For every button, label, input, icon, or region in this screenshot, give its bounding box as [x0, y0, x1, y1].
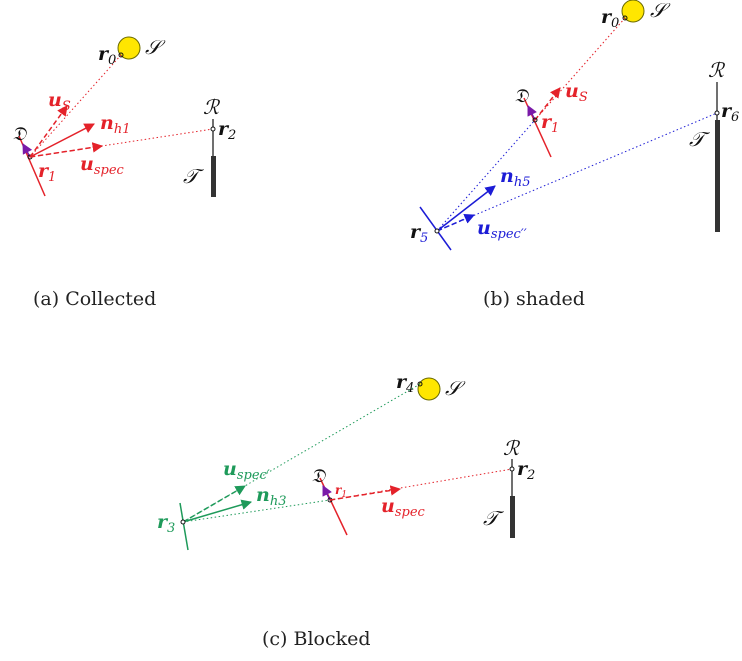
sun-icon — [621, 0, 645, 23]
r1-label: r1 — [335, 483, 347, 500]
caption-c: (c) Blocked — [262, 628, 371, 650]
heliostat-label: 𝔇 — [12, 123, 28, 145]
tower-label: 𝒯 — [483, 506, 505, 530]
r0-point — [622, 15, 628, 21]
tower-body — [211, 156, 216, 197]
n-h3-vector — [182, 499, 253, 523]
r3-point — [180, 519, 186, 525]
receiver-label: ℛ — [503, 436, 521, 460]
u-s-label: uS — [48, 89, 71, 114]
r2-label: r2 — [218, 118, 236, 143]
r5-point — [434, 228, 440, 234]
blue-ray-to-helio — [436, 119, 536, 232]
caption-b: (b) shaded — [483, 288, 585, 310]
r6-point — [714, 110, 720, 116]
n-h3-label: nh3 — [256, 484, 286, 509]
panel-c: 𝒮 r4 uspec′ nh3 r3 𝔇 r1 uspec ℛ r2 𝒯 (c)… — [157, 371, 535, 650]
r3-label: r3 — [157, 511, 175, 536]
r1-label: r1 — [541, 111, 559, 136]
caption-a: (a) Collected — [33, 288, 156, 310]
heliostat-label: 𝔇 — [311, 465, 327, 487]
panel-a: 𝒮 r0 𝔇 r1 uS nh1 uspec ℛ r2 𝒯 (a) Collec… — [12, 35, 236, 310]
n-h5-vector — [436, 185, 496, 232]
u-spec-label: uspec — [381, 495, 426, 520]
source-label: 𝒮 — [650, 0, 671, 22]
r0-label: r0 — [601, 6, 619, 31]
u-s-label: uS — [565, 80, 588, 105]
tower-label: 𝒯 — [689, 127, 711, 151]
n-h1-label: nh1 — [100, 112, 130, 137]
source-label: 𝒮 — [145, 35, 166, 59]
u-s-vector — [29, 105, 68, 158]
r2-label: r2 — [517, 458, 535, 483]
receiver-label: ℛ — [708, 58, 726, 82]
tower-label: 𝒯 — [183, 164, 205, 188]
r4-label: r4 — [396, 371, 414, 396]
u-spec-green-label: uspec′ — [223, 458, 270, 483]
u-spec-label: uspec — [80, 153, 125, 178]
incident-ray — [534, 17, 626, 121]
r2-point — [509, 466, 515, 472]
r0-label: r0 — [98, 43, 116, 68]
blue-ray-to-receiver — [436, 112, 718, 232]
incident-ray — [29, 54, 122, 158]
sun-icon — [417, 377, 441, 401]
u-spec-vector — [436, 213, 475, 232]
source-label: 𝒮 — [445, 376, 466, 400]
blocked-mirror — [179, 502, 189, 551]
mirror-normal-arrow — [322, 485, 332, 501]
sun-icon — [117, 36, 141, 60]
u-spec-label: uspec′′ — [477, 217, 527, 242]
mirror-normal-arrow — [527, 105, 537, 121]
r4-point — [417, 381, 423, 387]
u-s-vector — [534, 87, 561, 121]
receiver-label: ℛ — [203, 95, 221, 119]
tower-body — [510, 496, 515, 538]
n-h5-label: nh5 — [500, 165, 530, 190]
r0-point — [118, 52, 124, 58]
r1-label: r1 — [38, 160, 56, 185]
reflected-ray — [29, 128, 214, 158]
green-reflected-ray — [182, 499, 331, 523]
reflected-ray — [329, 468, 513, 501]
tower-body — [715, 120, 720, 232]
green-incident-ray — [182, 383, 421, 523]
r1-point — [532, 117, 538, 123]
u-spec-vector — [329, 485, 402, 501]
u-spec-vector — [29, 142, 104, 158]
r5-label: r5 — [410, 221, 428, 246]
heliostat-label: 𝔇 — [514, 85, 530, 107]
shaded-mirror — [419, 206, 452, 251]
r6-label: r6 — [721, 100, 739, 125]
n-h1-vector — [29, 123, 95, 158]
panel-b: 𝒮 r0 𝔇 uS r1 nh5 uspec′′ r5 ℛ r6 𝒯 (b) s… — [410, 0, 739, 310]
u-spec-green-vector — [182, 485, 246, 523]
r2-point — [210, 126, 216, 132]
